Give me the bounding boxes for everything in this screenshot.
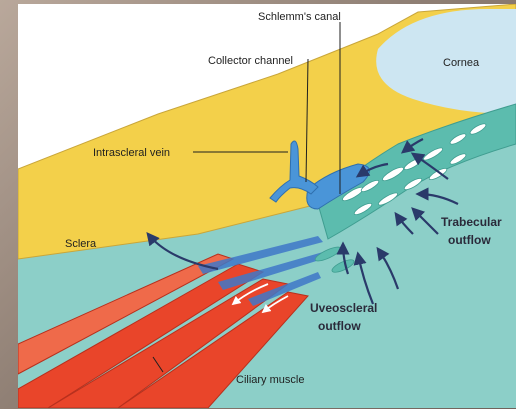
eye-outflow-diagram: Schlemm's canal Collector channel Cornea…: [18, 4, 516, 408]
label-ciliary-muscle: Ciliary muscle: [236, 374, 304, 386]
label-uveoscleral-outflow-1: Uveoscleral: [310, 301, 377, 315]
label-schlemms-canal: Schlemm's canal: [258, 11, 341, 23]
label-cornea: Cornea: [443, 57, 480, 69]
label-uveoscleral-outflow-2: outflow: [318, 319, 361, 333]
label-collector-channel: Collector channel: [208, 55, 293, 67]
label-sclera: Sclera: [65, 238, 97, 250]
diagram-canvas: Schlemm's canal Collector channel Cornea…: [18, 4, 516, 408]
label-intrascleral-vein: Intrascleral vein: [93, 147, 170, 159]
label-trabecular-outflow-1: Trabecular: [441, 215, 502, 229]
label-trabecular-outflow-2: outflow: [448, 233, 491, 247]
